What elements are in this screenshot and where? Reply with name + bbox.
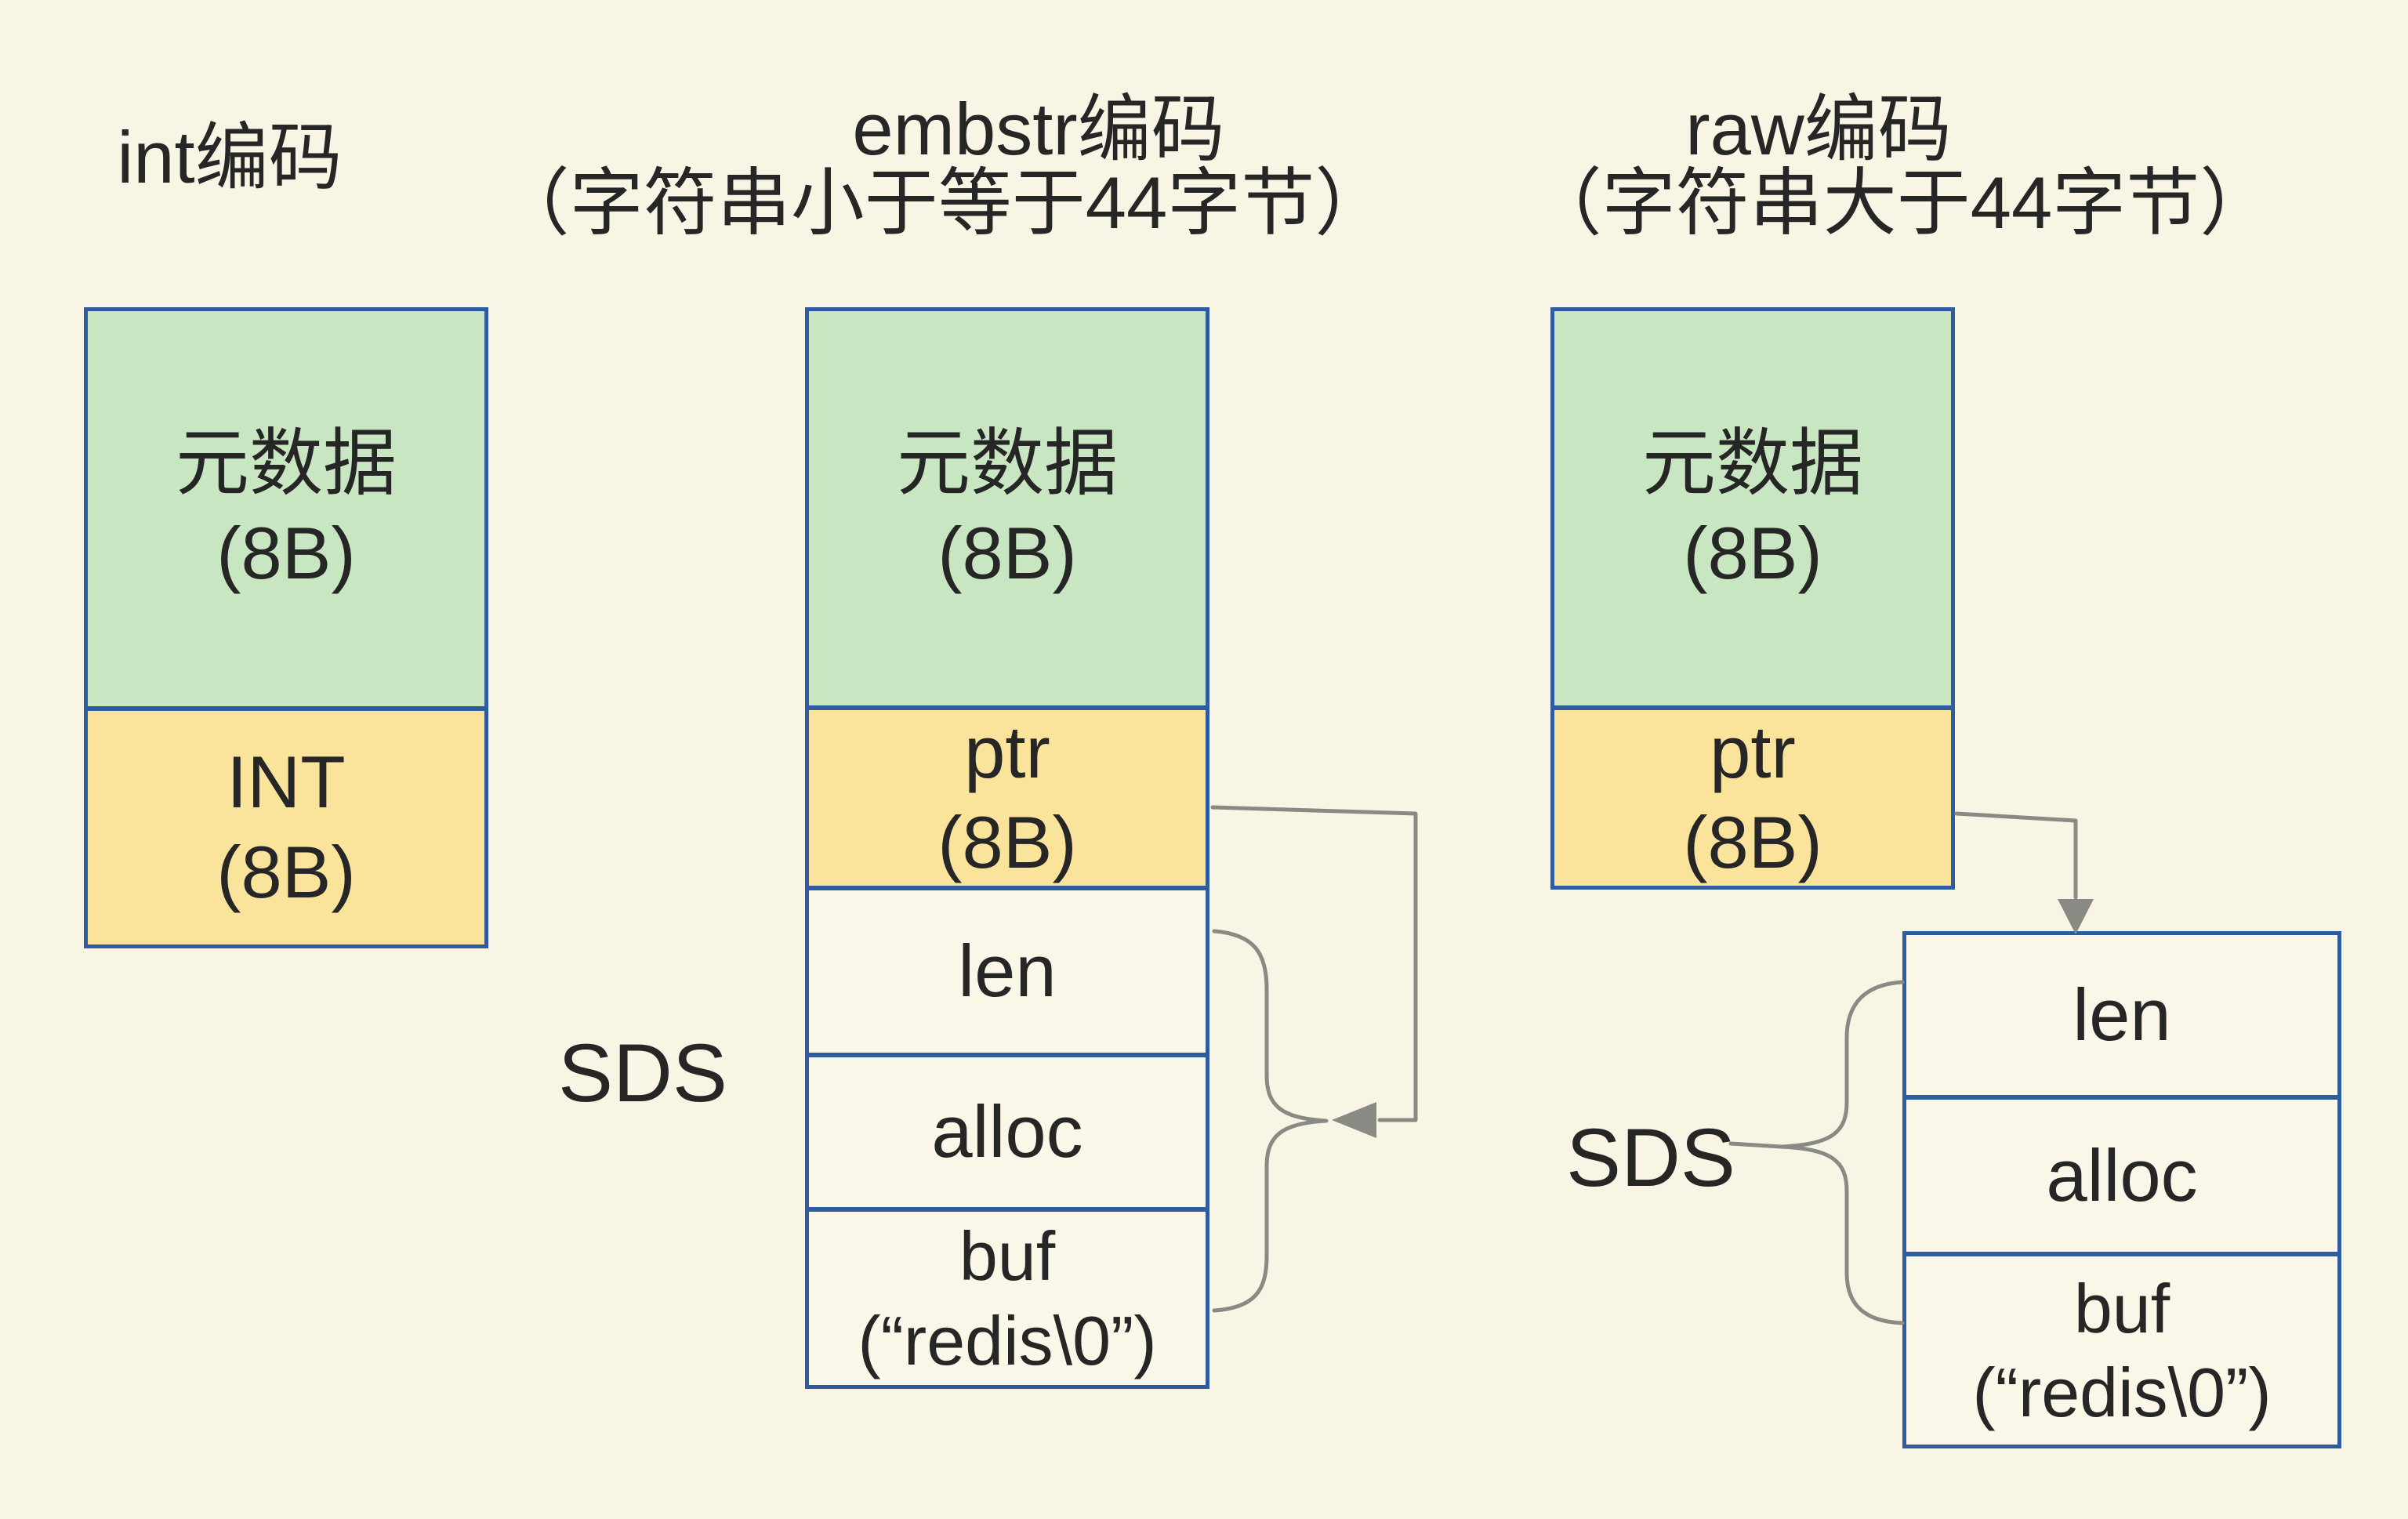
raw-metadata-size: (8B) [1683, 511, 1822, 594]
embstr-ptr-arrow-line [1210, 805, 1418, 1122]
raw-ptr-arrow-line [1954, 811, 2078, 900]
embstr-len-label: len [958, 930, 1057, 1013]
embstr-alloc-label: alloc [931, 1090, 1083, 1173]
embstr-ptr-size: (8B) [937, 801, 1077, 883]
title-raw-encoding: raw编码 [1685, 88, 1952, 170]
raw-buf-label: buf [2073, 1269, 2170, 1347]
int-metadata-box: 元数据 (8B) [84, 307, 488, 710]
raw-metadata-label: 元数据 [1641, 421, 1863, 504]
raw-ptr-label: ptr [1710, 711, 1796, 794]
raw-sds-label: SDS [1566, 1112, 1735, 1204]
embstr-buf-label: buf [959, 1217, 1056, 1296]
embstr-ptr-label: ptr [964, 711, 1050, 794]
int-value-size: (8B) [216, 831, 356, 913]
embstr-metadata-box: 元数据 (8B) [805, 307, 1209, 709]
raw-ptr-box: ptr (8B) [1550, 706, 1955, 890]
embstr-buf-value: (“redis\0”) [858, 1301, 1157, 1379]
raw-metadata-box: 元数据 (8B) [1550, 307, 1955, 709]
int-metadata-size: (8B) [216, 512, 356, 594]
raw-len-box: len [1902, 931, 2341, 1099]
embstr-metadata-size: (8B) [937, 511, 1077, 594]
int-metadata-label: 元数据 [175, 422, 397, 505]
raw-arrowhead-down-icon [2058, 899, 2094, 934]
raw-buf-value: (“redis\0”) [1972, 1354, 2272, 1431]
title-int-encoding: int编码 [117, 116, 343, 198]
int-value-box: INT (8B) [84, 707, 488, 948]
raw-alloc-box: alloc [1902, 1096, 2341, 1256]
raw-ptr-size: (8B) [1683, 801, 1822, 883]
embstr-buf-box: buf (“redis\0”) [805, 1208, 1209, 1389]
embstr-alloc-box: alloc [805, 1053, 1209, 1211]
embstr-metadata-label: 元数据 [896, 421, 1118, 504]
title-raw-condition: （字符串大于44字节） [1528, 161, 2274, 244]
raw-len-label: len [2073, 973, 2171, 1056]
embstr-ptr-box: ptr (8B) [805, 706, 1209, 890]
embstr-arrowhead-left-icon [1332, 1102, 1376, 1138]
title-embstr-condition: （字符串小于等于44字节） [495, 161, 1389, 244]
raw-alloc-label: alloc [2046, 1133, 2198, 1216]
embstr-sds-brace-icon [1212, 929, 1329, 1313]
embstr-sds-label: SDS [558, 1028, 727, 1119]
int-value-label: INT [227, 741, 346, 824]
title-embstr-encoding: embstr编码 [852, 88, 1225, 170]
embstr-len-box: len [805, 886, 1209, 1057]
raw-sds-brace-icon [1779, 980, 1905, 1325]
raw-buf-box: buf (“redis\0”) [1902, 1253, 2341, 1448]
